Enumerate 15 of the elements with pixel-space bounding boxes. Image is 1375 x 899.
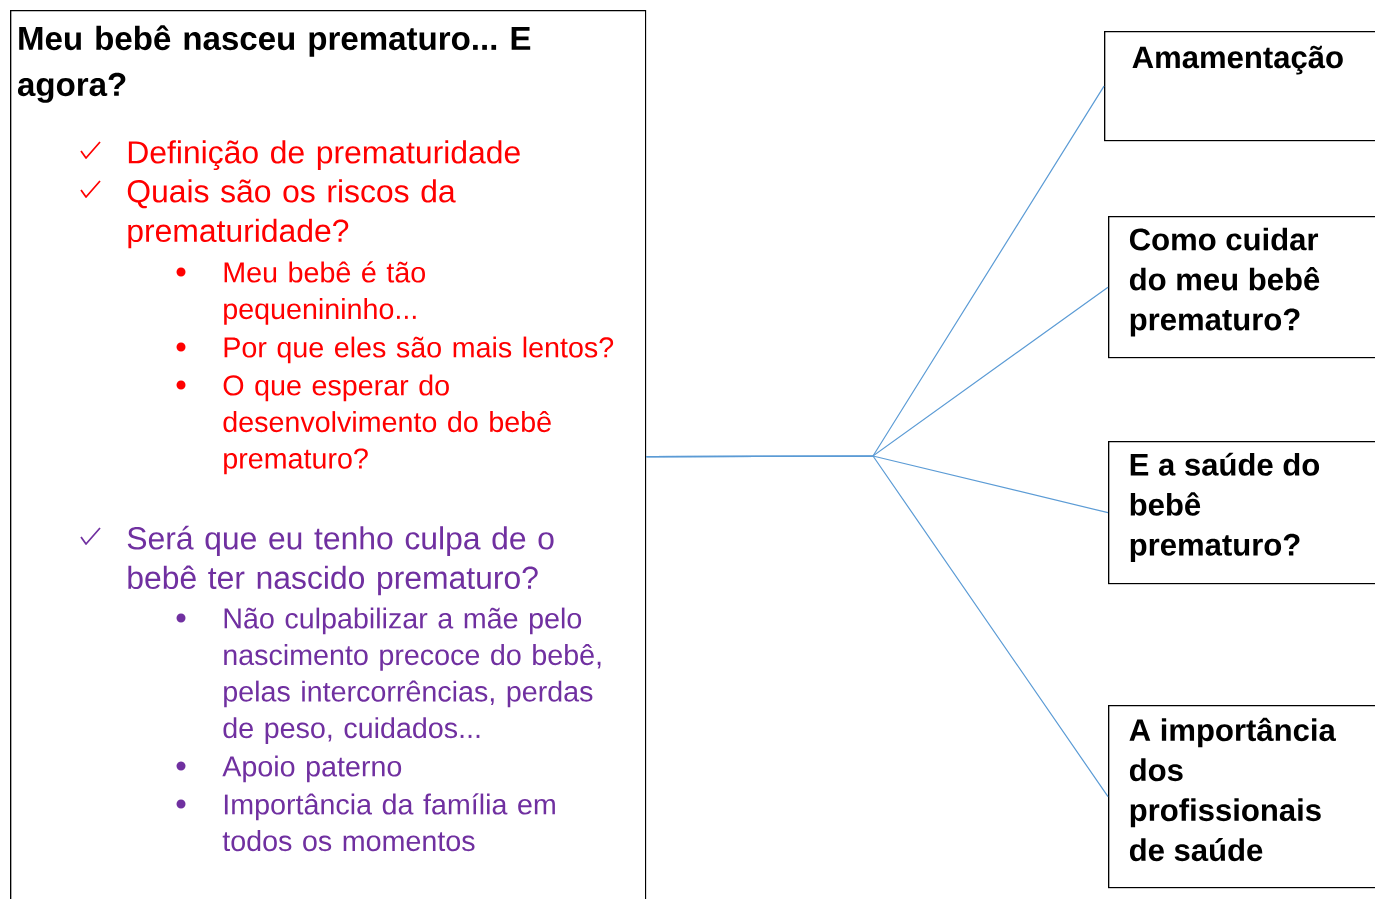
- list-item: Quais são os riscos da prematuridade?: [127, 179, 456, 249]
- list-item: Definição de prematuridade: [128, 140, 520, 171]
- list-item: Por que eles são mais lentos?: [224, 336, 614, 364]
- list-item: Apoio paterno: [222, 755, 402, 783]
- topic-box: A importância dos profissionais de saúde: [1108, 705, 1375, 889]
- list-item: Não culpabilizar a mãe pelo nascimento precoce do bebê, pelas intercorrências, perdas de peso, cuidados...: [223, 607, 601, 744]
- connector-line: [645, 455, 1109, 798]
- list-item: O que esperar do desenvolvimento do bebê prematuro?: [223, 374, 551, 475]
- list-item: Será que eu tenho culpa de o bebê ter nascido prematuro?: [127, 525, 554, 596]
- list-item: Meu bebê é tão pequenininho...: [224, 261, 425, 325]
- list-item: Importância da família em todos os momentos: [222, 793, 555, 852]
- topic-box: Como cuidar do meu bebê prematuro?: [1108, 216, 1375, 359]
- heading: Meu bebê nasceu prematuro... E agora?: [17, 25, 531, 103]
- topic-box: E a saúde do bebê prematuro?: [1108, 441, 1375, 585]
- topic-box: Amamentação: [1104, 31, 1375, 142]
